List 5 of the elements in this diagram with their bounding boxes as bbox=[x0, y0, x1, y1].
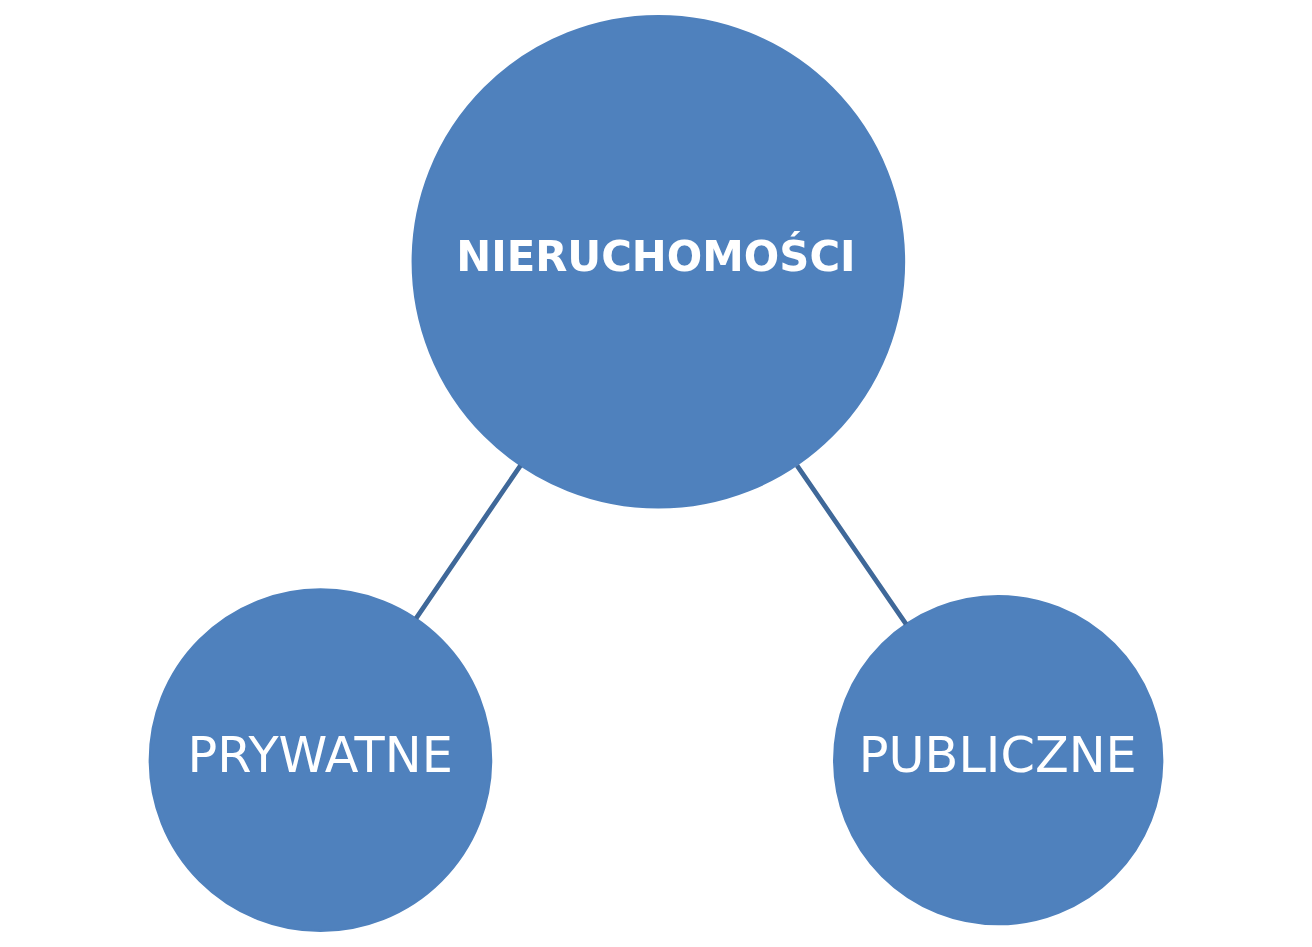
connector bbox=[795, 464, 908, 626]
node-circle: PUBLICZNE bbox=[833, 595, 1164, 926]
node-circle: PRYWATNE bbox=[148, 588, 493, 932]
connector bbox=[414, 464, 523, 620]
node-circle: NIERUCHOMOŚCI bbox=[411, 15, 906, 509]
